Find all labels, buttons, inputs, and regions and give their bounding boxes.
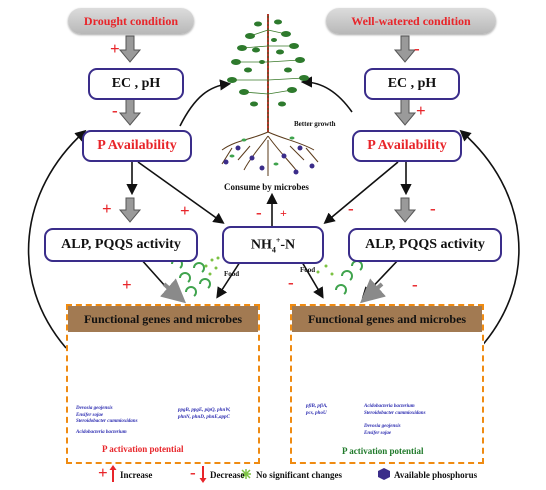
drought-condition-pill: Drought condition <box>68 8 194 34</box>
legend-minus: - <box>190 463 196 482</box>
sign-food-right: - <box>288 273 294 292</box>
curved-arrows <box>27 76 520 349</box>
p-availability-box-left: P Availability <box>82 130 192 162</box>
legend-plus: + <box>98 463 108 482</box>
left-microbe-list: Devosia geojensis Ensifer sojae Steroido… <box>76 406 138 424</box>
microbe-icon <box>171 258 363 297</box>
p-availability-box-right: P Availability <box>352 130 462 162</box>
legend-increase: Increase <box>120 470 153 480</box>
food-label-left: Food <box>224 270 240 278</box>
sign-drought-p: - <box>112 101 118 120</box>
panel-arrows <box>160 278 386 304</box>
legend-no-change: No significant changes <box>256 470 343 480</box>
p-availability-label-left: P Availability <box>97 138 177 153</box>
right-microbes-down: Devosia geojensis Ensifer sojae <box>364 424 401 436</box>
functional-panel-right: Functional genes and microbes <box>290 304 484 464</box>
ec-ph-box-left: EC , pH <box>88 68 184 100</box>
alp-pqqs-label-right: ALP, PQQS activity <box>365 237 485 252</box>
panel-title-left: Functional genes and microbes <box>68 306 258 332</box>
alp-pqqs-box-left: ALP, PQQS activity <box>44 228 198 262</box>
right-gene-list: pfiB, pfiA, pcs, phoU <box>306 404 328 416</box>
p-activation-label-left: P activation potential <box>102 444 184 454</box>
sign-wet-ec: - <box>414 39 420 58</box>
right-microbes-up: Acidobacteria bacterium Steroidobacter c… <box>364 404 426 416</box>
connector-arrows <box>126 161 412 299</box>
functional-panel-left: Functional genes and microbes <box>66 304 260 464</box>
legend-graphics <box>109 465 390 483</box>
sign-drought-ec: + <box>110 39 120 58</box>
panel-title-right: Functional genes and microbes <box>292 306 482 332</box>
sign-left-nh4: + <box>180 201 190 220</box>
nh4-tail: -N <box>280 237 296 253</box>
p-availability-label-right: P Availability <box>367 138 447 153</box>
left-gene-list: ppgB, ppgE, pipQ, phnW, phnN, phnD, phnE… <box>178 408 231 420</box>
sign-nh4-minus: - <box>256 203 262 222</box>
alp-pqqs-box-right: ALP, PQQS activity <box>348 228 502 262</box>
p-activation-label-right: P activation potential <box>342 446 424 456</box>
better-growth-label: Better growth <box>294 120 336 128</box>
nh4-main: NH <box>250 237 272 253</box>
sign-wet-p: + <box>416 101 426 120</box>
chevron-arrows <box>118 35 417 223</box>
hexagon-icon <box>378 468 390 480</box>
ec-ph-label-left: EC , pH <box>111 76 161 91</box>
microbe-dots-icon <box>204 256 334 276</box>
legend-decrease: Decrease <box>210 470 245 480</box>
sign-nh4-plus: + <box>280 206 287 220</box>
alp-pqqs-label-left: ALP, PQQS activity <box>61 237 181 252</box>
ec-ph-box-right: EC , pH <box>364 68 460 100</box>
plant-icon <box>221 14 319 176</box>
nh4-sup: + <box>275 235 281 245</box>
sign-right-panel: - <box>412 275 418 294</box>
nh4-box: NH4+-N <box>222 226 324 264</box>
nh4-sub: 4 <box>271 245 276 255</box>
sign-right-alp: - <box>430 199 436 218</box>
sign-left-alp: + <box>102 199 112 218</box>
food-label-right: Food <box>300 266 316 274</box>
left-acido-label: Acidobacteria bacterium <box>76 430 127 435</box>
wellwatered-condition-pill: Well-watered condition <box>326 8 496 34</box>
drought-condition-label: Drought condition <box>83 13 179 28</box>
nh4-label: NH4+-N <box>251 236 295 254</box>
sign-right-nh4: - <box>348 199 354 218</box>
sign-left-panel: + <box>122 275 132 294</box>
ec-ph-label-right: EC , pH <box>387 76 437 91</box>
legend-available-p: Available phosphorus <box>394 470 478 480</box>
wellwatered-condition-label: Well-watered condition <box>351 13 471 28</box>
consume-label: Consume by microbes <box>224 182 309 192</box>
